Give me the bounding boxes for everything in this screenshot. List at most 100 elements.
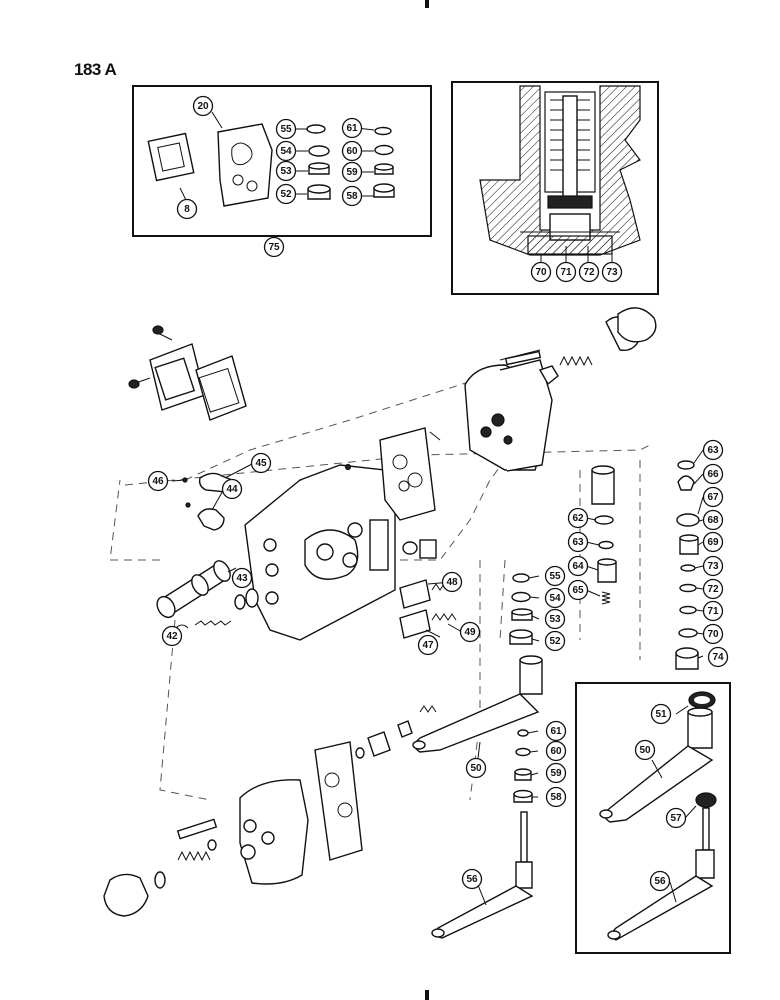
callout-71: 71 (702, 600, 724, 622)
valve-body-assembly (103, 307, 700, 939)
callout-layer: 20 8 55 54 53 52 61 60 59 58 75 70 71 72 73 46 45 44 43 42 4… (147, 95, 729, 892)
callout-54: 54 (544, 587, 566, 609)
callout-48: 48 (441, 571, 463, 593)
callout-56: 56 (649, 870, 671, 892)
callout-label: 61 (346, 123, 358, 134)
callout-label: 42 (166, 631, 178, 642)
callout-45: 45 (250, 452, 272, 474)
callout-59: 59 (341, 161, 363, 183)
callout-74: 74 (707, 646, 729, 668)
callout-label: 47 (422, 640, 434, 651)
plate-gasket-20 (217, 123, 273, 207)
callout-label: 60 (550, 746, 562, 757)
callout-63: 63 (567, 531, 589, 553)
callout-75: 75 (263, 236, 285, 258)
callout-50: 50 (465, 757, 487, 779)
relief-valve-section-panel (451, 81, 659, 295)
callout-73: 73 (702, 555, 724, 577)
page-number: 183 A (74, 60, 117, 79)
callout-73: 73 (601, 261, 623, 283)
callout-label: 56 (654, 876, 666, 887)
callout-64: 64 (567, 555, 589, 577)
callout-63: 63 (702, 439, 724, 461)
bottom-edge-mark (425, 990, 429, 1000)
callout-label: 67 (707, 492, 719, 503)
callout-43: 43 (231, 567, 253, 589)
callout-67: 67 (702, 486, 724, 508)
callout-label: 48 (446, 577, 458, 588)
callout-label: 70 (535, 267, 547, 278)
callout-70: 70 (530, 261, 552, 283)
callout-label: 8 (184, 204, 190, 215)
callout-label: 71 (560, 267, 572, 278)
cover-gasket-8 (147, 132, 195, 182)
callout-61: 61 (545, 720, 567, 742)
callout-label: 52 (549, 636, 561, 647)
callout-53: 53 (275, 160, 297, 182)
callout-60: 60 (341, 140, 363, 162)
callout-55: 55 (275, 118, 297, 140)
callout-label: 72 (583, 267, 595, 278)
callout-58: 58 (545, 786, 567, 808)
callout-57: 57 (665, 807, 687, 829)
callout-47: 47 (417, 634, 439, 656)
callout-label: 71 (707, 606, 719, 617)
callout-label: 44 (226, 484, 238, 495)
callout-label: 46 (152, 476, 164, 487)
callout-62: 62 (567, 507, 589, 529)
callout-label: 68 (707, 515, 719, 526)
callout-label: 45 (255, 458, 267, 469)
callout-42: 42 (161, 625, 183, 647)
callout-label: 51 (655, 709, 667, 720)
callout-51: 51 (650, 703, 672, 725)
callout-60: 60 (545, 740, 567, 762)
callout-label: 57 (670, 813, 682, 824)
callout-71: 71 (555, 261, 577, 283)
callout-label: 70 (707, 629, 719, 640)
callout-label: 43 (236, 573, 248, 584)
callout-68: 68 (702, 509, 724, 531)
callout-label: 63 (707, 445, 719, 456)
callout-label: 73 (606, 267, 618, 278)
callout-label: 73 (707, 561, 719, 572)
callout-label: 58 (346, 191, 358, 202)
callout-72: 72 (578, 261, 600, 283)
callout-label: 50 (639, 745, 651, 756)
lever-inset-panel (575, 682, 731, 954)
callout-label: 69 (707, 537, 719, 548)
callout-label: 53 (549, 614, 561, 625)
callout-69: 69 (702, 531, 724, 553)
callout-20: 20 (192, 95, 214, 117)
top-edge-mark (425, 0, 429, 8)
callout-52: 52 (275, 183, 297, 205)
callout-label: 49 (464, 627, 476, 638)
callout-label: 66 (707, 469, 719, 480)
callout-label: 56 (466, 874, 478, 885)
callout-label: 75 (268, 242, 280, 253)
callout-49: 49 (459, 621, 481, 643)
callout-72: 72 (702, 578, 724, 600)
callout-label: 58 (550, 792, 562, 803)
callout-label: 20 (197, 101, 209, 112)
gasket-seal-kit-panel (132, 85, 432, 237)
callout-label: 59 (550, 768, 562, 779)
callout-label: 53 (280, 166, 292, 177)
callout-label: 54 (549, 593, 561, 604)
callout-label: 74 (712, 652, 724, 663)
callout-55: 55 (544, 565, 566, 587)
callout-label: 64 (572, 561, 584, 572)
callout-70: 70 (702, 623, 724, 645)
callout-label: 55 (549, 571, 561, 582)
callout-label: 72 (707, 584, 719, 595)
callout-54: 54 (275, 140, 297, 162)
callout-label: 61 (550, 726, 562, 737)
callout-56: 56 (461, 868, 483, 890)
callout-label: 60 (346, 146, 358, 157)
callout-label: 63 (572, 537, 584, 548)
callout-8: 8 (176, 198, 198, 220)
callout-label: 52 (280, 189, 292, 200)
callout-label: 55 (280, 124, 292, 135)
callout-44: 44 (221, 478, 243, 500)
callout-52: 52 (544, 630, 566, 652)
